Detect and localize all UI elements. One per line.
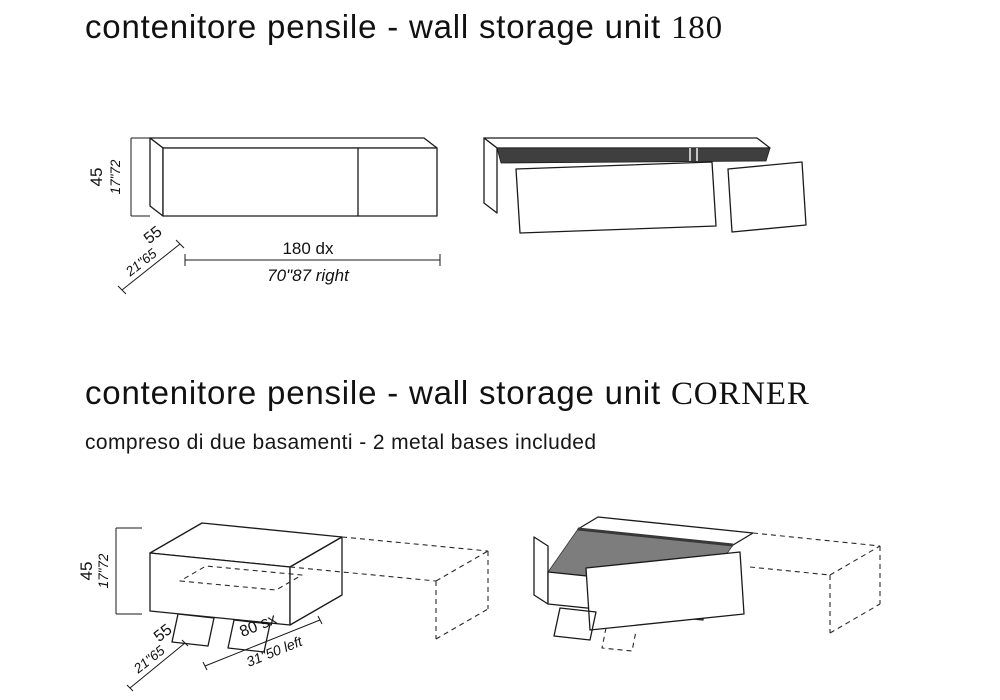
depth-dimension-corner: 55 21"65 (126, 621, 189, 692)
depth-in-label: 21"65 (130, 643, 168, 677)
width-cm-label: 180 dx (282, 239, 334, 258)
phantom-adjacent-unit-outline (749, 532, 881, 634)
metal-base-left (171, 613, 215, 647)
height-dimension-line (115, 527, 142, 615)
phantom-adjacent-unit-outline (289, 536, 489, 640)
cabinet-left-face (483, 137, 498, 214)
drawing-corner-closed: 45 17"72 55 21"65 80 sx 31"50 left (77, 522, 489, 692)
title-unit-180-text: contenitore pensile - wall storage unit (85, 8, 662, 45)
width-dimension-corner: 80 sx 31"50 left (202, 611, 323, 671)
width-in-label: 70"87 right (267, 266, 350, 285)
drawing-unit-180-closed: 45 17"72 55 21"65 180 dx 70"87 right (87, 137, 441, 295)
width-dimension-line (184, 254, 441, 266)
corner-closed-body (149, 522, 343, 626)
cabinet-left-face (149, 137, 164, 217)
depth-dimension-line (126, 639, 189, 692)
unit-180-closed-body (149, 137, 438, 217)
open-flap-door-left (515, 161, 717, 234)
title-unit-180: contenitore pensile - wall storage unit … (85, 8, 723, 47)
subtitle-corner: compreso di due basamenti - 2 metal base… (85, 431, 597, 454)
depth-dimension-line (117, 239, 185, 295)
metal-base-right (227, 619, 271, 653)
cabinet-left-face (533, 536, 549, 605)
title-unit-corner: contenitore pensile - wall storage unit … (85, 374, 810, 413)
title-unit-180-number: 180 (670, 10, 723, 46)
depth-dimension-180: 55 21"65 (117, 223, 185, 295)
cabinet-top-face (149, 137, 438, 149)
title-unit-corner-number: CORNER (670, 376, 810, 412)
cabinet-front-face (162, 147, 438, 217)
drawing-corner-open (533, 516, 881, 652)
cabinet-top-face (483, 137, 771, 149)
width-dimension-line (202, 615, 323, 671)
depth-cm-label: 55 (141, 223, 166, 247)
title-unit-corner-text: contenitore pensile - wall storage unit (85, 374, 662, 411)
unit-180-open-body (483, 137, 771, 214)
height-dimension-corner: 45 17"72 (77, 527, 142, 615)
height-cm-label: 45 (77, 562, 96, 581)
width-dimension-180: 180 dx 70"87 right (184, 239, 441, 285)
open-flap-door-right (727, 161, 807, 233)
metal-base-left (553, 607, 597, 641)
drawing-unit-180-open (483, 137, 807, 234)
hidden-base-plate-outline (179, 565, 303, 591)
height-in-label: 17"72 (108, 159, 123, 194)
height-dimension-line (130, 137, 150, 217)
height-in-label: 17"72 (96, 553, 111, 588)
open-flap-door (585, 551, 745, 631)
height-dimension-180: 45 17"72 (87, 137, 150, 217)
metal-bases (171, 613, 271, 653)
interior-back-edge-shadow (577, 527, 734, 547)
open-interior-shadow (496, 147, 771, 164)
height-cm-label: 45 (87, 168, 106, 187)
hidden-metal-base-outline (601, 627, 637, 652)
cabinet-right-face (289, 536, 343, 626)
